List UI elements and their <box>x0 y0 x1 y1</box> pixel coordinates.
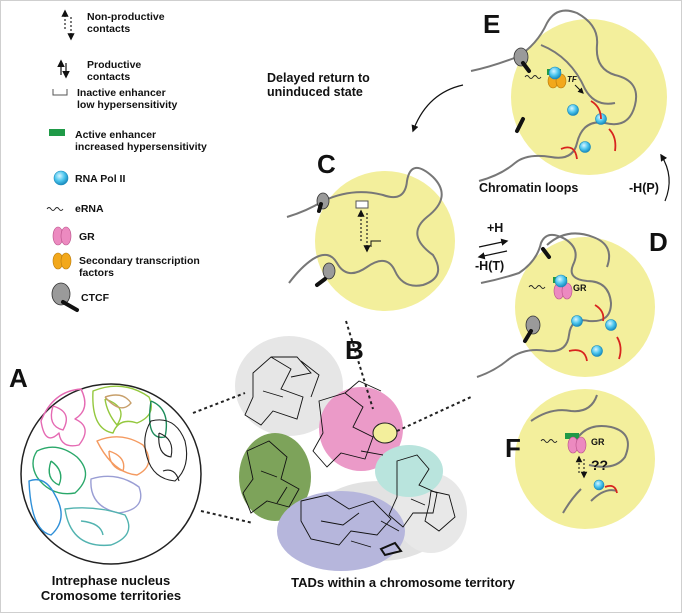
caption-nucleus: Intrephase nucleus Cromosome territories <box>40 573 182 603</box>
productive-arrows-icon <box>57 59 70 79</box>
legend-active-label: Active enhancer increased hypersensitivi… <box>75 129 207 153</box>
panel-label-c: C <box>317 149 336 179</box>
legend-gr-label: GR <box>79 231 95 243</box>
caption-chromatin-loops: Chromatin loops <box>479 181 579 195</box>
legend-polii-label: RNA Pol II <box>75 173 126 185</box>
legend-nonproductive-label: Non-productive contacts <box>87 11 165 35</box>
minus-ht-arrow <box>477 250 508 260</box>
gr-icon <box>52 226 72 246</box>
panel-label-b: B <box>345 335 364 365</box>
legend-erna-label: eRNA <box>75 203 104 215</box>
secondary-tf-icon <box>52 252 72 270</box>
legend-ctcf-label: CTCF <box>81 292 109 304</box>
panel-label-f: F <box>505 433 521 463</box>
nonproductive-arrows-icon <box>61 9 75 41</box>
nucleus-territories <box>20 383 202 565</box>
legend-secondary-label: Secondary transcription factors <box>79 255 200 279</box>
label-gr-f: GR <box>591 437 605 447</box>
panel-label-a: A <box>9 363 28 393</box>
label-tf: TF <box>567 75 577 84</box>
caption-tads: TADs within a chromosome territory <box>291 575 515 590</box>
active-enhancer-icon <box>49 129 65 136</box>
minus-hp-arrow <box>660 153 670 202</box>
loop-panel-f <box>515 389 655 529</box>
legend-inactive-label: Inactive enhancer low hypersensitivity <box>77 87 178 111</box>
panel-label-d: D <box>649 227 668 257</box>
transition-arrows <box>411 84 670 260</box>
legend-icons <box>46 9 79 312</box>
arrow-label-plus-h: +H <box>487 221 504 235</box>
loop-panel-d <box>476 232 655 378</box>
plus-h-arrow <box>478 238 509 248</box>
panel-label-e: E <box>483 9 501 39</box>
delayed-return-arrow <box>411 84 464 133</box>
erna-icon <box>46 207 64 211</box>
loop-panel-e <box>470 9 667 182</box>
legend-productive-label: Productive contacts <box>87 59 142 83</box>
ctcf-icon <box>51 282 79 312</box>
highlighted-tad <box>372 422 398 444</box>
arrow-label-minus-ht: -H(T) <box>475 259 505 273</box>
connector-lines <box>192 320 472 524</box>
label-gr-d: GR <box>573 283 587 293</box>
label-question: ?? <box>591 457 609 473</box>
caption-delayed-return: Delayed return to uninduced state <box>267 71 370 99</box>
inactive-enhancer-icon <box>52 89 68 96</box>
arrow-label-minus-hp: -H(P) <box>629 181 659 195</box>
loop-panel-c <box>286 167 455 311</box>
pol-ii-icon <box>53 170 69 186</box>
tad-territory <box>235 336 467 571</box>
